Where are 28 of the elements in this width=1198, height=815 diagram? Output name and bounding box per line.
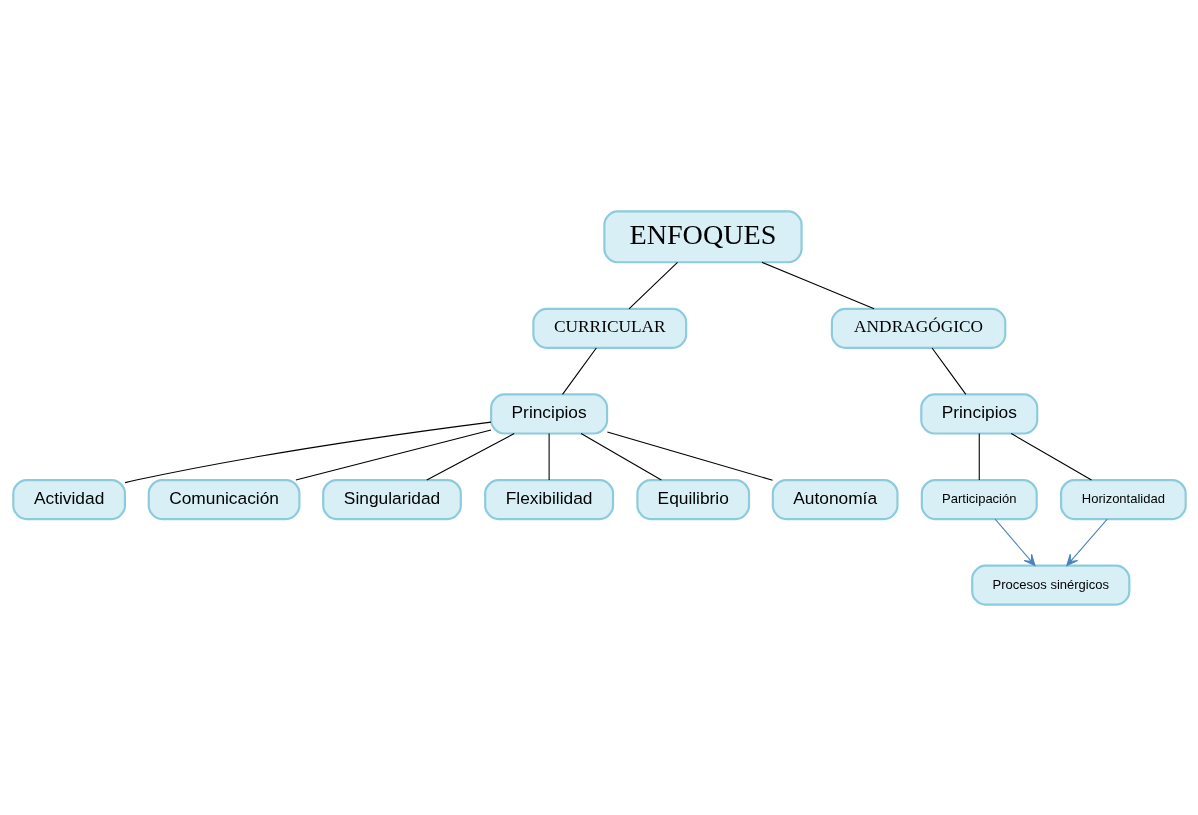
connector: [294, 428, 492, 481]
node-box: Equilibrio: [635, 478, 750, 520]
connector: [931, 346, 966, 395]
node-box: Singularidad: [321, 478, 462, 520]
arrow: [994, 518, 1035, 566]
node-box: Horizontalidad: [1059, 478, 1187, 520]
node-box: Participación: [920, 478, 1038, 520]
connector: [1010, 432, 1092, 481]
node-box: CURRICULAR: [531, 307, 687, 349]
connector: [580, 432, 662, 481]
connector: [124, 421, 491, 483]
node-box: Principios: [919, 392, 1038, 435]
connector: [627, 261, 678, 309]
connector: [606, 430, 773, 481]
node-box: Procesos sinérgicos: [970, 564, 1130, 606]
connector: [760, 261, 875, 309]
node-box: Actividad: [11, 478, 126, 520]
connector: [978, 432, 980, 481]
arrow: [1065, 518, 1108, 566]
node-box: Autonomía: [771, 478, 899, 520]
node-box: ANDRAGÓGICO: [830, 307, 1006, 349]
node-box: ENFOQUES: [602, 209, 803, 263]
node-box: Comunicación: [147, 478, 300, 520]
connector: [425, 432, 515, 481]
node-box: Principios: [489, 392, 608, 435]
node-box: Flexibilidad: [483, 478, 614, 520]
connector: [561, 346, 597, 395]
connector: [548, 432, 550, 481]
